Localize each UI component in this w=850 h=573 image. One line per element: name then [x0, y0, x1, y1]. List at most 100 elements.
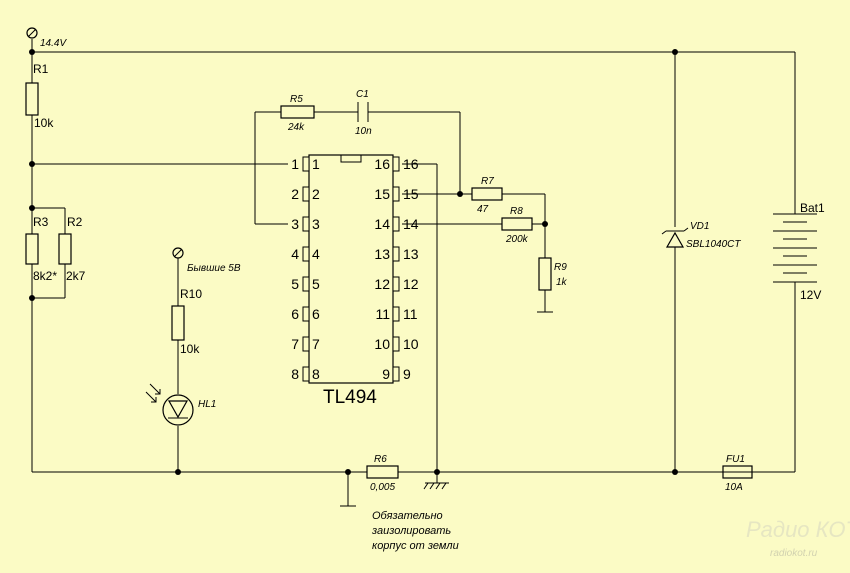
note-line-3: корпус от земли [372, 540, 459, 552]
junctions [29, 49, 678, 475]
ic-pin-outer-label: 1 [291, 156, 299, 172]
ic-pin-inner-label: 4 [312, 246, 320, 262]
led-hl1: HL1 [145, 383, 216, 426]
ic-pin-outer-label: 12 [403, 276, 419, 292]
resistor-r3: R3 8k2* [25, 215, 57, 283]
ic-pin-outer-label: 6 [291, 306, 299, 322]
r10-value: 10k [180, 342, 200, 356]
led-supply-label: Бывшие 5В [187, 263, 241, 274]
resistor-r5: R5 24k [280, 94, 315, 133]
ground-symbol [423, 482, 449, 490]
supply-label: 14.4V [40, 38, 67, 49]
fu1-value: 10A [725, 482, 743, 493]
resistor-r9: R9 1k [538, 257, 568, 291]
resistor-r1: R1 10k [25, 62, 54, 130]
r6-ref: R6 [374, 454, 387, 465]
fuse-fu1: FU1 10A [722, 454, 753, 493]
fu1-ref: FU1 [726, 454, 745, 465]
wires [31, 39, 796, 507]
ic-pin-inner-label: 1 [312, 156, 320, 172]
ic-pin-12: 12 12 [374, 276, 418, 292]
ic-pin-inner-label: 3 [312, 216, 320, 232]
ic-pin-outer-label: 3 [291, 216, 299, 232]
ic-pin-inner-label: 15 [374, 186, 390, 202]
watermark-site: radiokot.ru [770, 548, 818, 559]
ic-pin-inner-label: 5 [312, 276, 320, 292]
resistor-r10: R10 10k [171, 287, 202, 356]
watermark: Радио КОТ radiokot.ru [746, 517, 850, 559]
ic-pin-13: 13 13 [374, 246, 418, 262]
r2-ref: R2 [67, 215, 83, 229]
ic-pin-inner-label: 12 [374, 276, 390, 292]
vd1-value: SBL1040CT [686, 239, 741, 250]
vd1-ref: VD1 [690, 221, 709, 232]
c1-ref: C1 [356, 89, 369, 100]
ic-pin-inner-label: 2 [312, 186, 320, 202]
bat1-value: 12V [800, 288, 821, 302]
ic-pin-outer-label: 7 [291, 336, 299, 352]
r6-value: 0,005 [370, 482, 395, 493]
ic-pin-outer-label: 4 [291, 246, 299, 262]
ic-pin-outer-label: 8 [291, 366, 299, 382]
resistor-r7: R7 47 [471, 176, 503, 215]
capacitor-c1: C1 10n [355, 89, 372, 137]
ic-pin-inner-label: 14 [374, 216, 390, 232]
r1-ref: R1 [33, 62, 49, 76]
note-line-2: заизолировать [371, 525, 451, 537]
r3-value: 8k2* [33, 269, 57, 283]
ic-pin-inner-label: 8 [312, 366, 320, 382]
resistor-r6: R6 0,005 [366, 454, 399, 493]
ic-pin-inner-label: 16 [374, 156, 390, 172]
ic-pin-outer-label: 11 [403, 306, 418, 322]
ic-pin-inner-label: 7 [312, 336, 320, 352]
r7-ref: R7 [481, 176, 494, 187]
r7-value: 47 [477, 204, 489, 215]
ic-pin-14: 14 14 [374, 216, 418, 232]
r8-value: 200k [505, 234, 529, 245]
ic-pin-inner-label: 10 [374, 336, 390, 352]
ic-pin-outer-label: 5 [291, 276, 299, 292]
r9-ref: R9 [554, 262, 567, 273]
ic-pin-outer-label: 15 [403, 186, 419, 202]
ic-name: TL494 [323, 387, 377, 408]
battery-bat1: Bat1 12V [773, 201, 825, 302]
insulation-note: Обязательно заизолировать корпус от земл… [371, 510, 459, 552]
ic-pin-inner-label: 13 [374, 246, 390, 262]
r9-value: 1k [556, 277, 568, 288]
r1-value: 10k [34, 116, 54, 130]
diode-vd1: VD1 SBL1040CT [661, 221, 741, 250]
led-supply-terminal: Бывшие 5В [172, 247, 241, 274]
ic-pin-inner-label: 9 [382, 366, 390, 382]
watermark-logo: Радио КОТ [746, 517, 850, 542]
r3-ref: R3 [33, 215, 49, 229]
r10-ref: R10 [180, 287, 202, 301]
note-line-1: Обязательно [372, 510, 443, 522]
ic-pin-outer-label: 14 [403, 216, 419, 232]
ic-pin-inner-label: 11 [375, 306, 390, 322]
ic-pin-outer-label: 9 [403, 366, 411, 382]
r2-value: 2k7 [66, 269, 86, 283]
r8-ref: R8 [510, 206, 523, 217]
resistor-r8: R8 200k [501, 206, 533, 245]
r5-value: 24k [287, 122, 305, 133]
r5-ref: R5 [290, 94, 303, 105]
ic-pin-inner-label: 6 [312, 306, 320, 322]
bat1-ref: Bat1 [800, 201, 825, 215]
ic-pin-outer-label: 13 [403, 246, 419, 262]
ic-pin-outer-label: 16 [403, 156, 419, 172]
ic-pin-11: 11 11 [375, 306, 417, 322]
